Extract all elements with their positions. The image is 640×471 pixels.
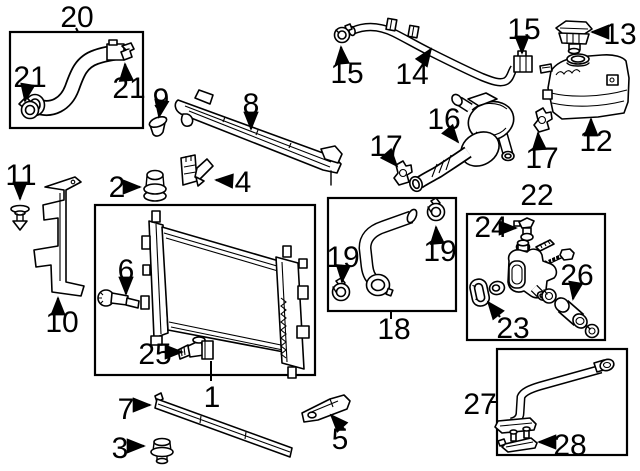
part-13-reservoir-cap-drawing[interactable] — [555, 20, 593, 55]
tick-20 — [75, 27, 79, 33]
part-11-push-pin-drawing[interactable] — [10, 204, 30, 231]
arrow-19-right — [429, 225, 446, 245]
callout-12[interactable]: 12 — [579, 125, 612, 158]
part-clamp-upper-drawing[interactable] — [541, 288, 557, 304]
part-clamp-lower-drawing[interactable] — [584, 323, 600, 339]
callout-14[interactable]: 14 — [395, 58, 428, 91]
callout-16[interactable]: 16 — [427, 103, 460, 136]
part-21-clamp-right-drawing[interactable] — [120, 42, 135, 61]
callout-21-right[interactable]: 21 — [112, 72, 145, 105]
part-15-clamp-left-drawing[interactable] — [333, 23, 353, 44]
group-box-20-21 — [8, 30, 145, 130]
callout-23[interactable]: 23 — [496, 312, 529, 345]
part-9-clip-drawing[interactable] — [148, 115, 168, 137]
callout-21-left[interactable]: 21 — [13, 61, 46, 94]
arrow-4 — [214, 173, 234, 189]
arrow-5 — [329, 413, 349, 433]
arrow-21-left — [20, 82, 36, 103]
callout-28[interactable]: 28 — [553, 429, 586, 462]
callout-4[interactable]: 4 — [235, 166, 252, 199]
part-17-clip-left-drawing[interactable] — [393, 160, 413, 186]
callout-19-left[interactable]: 19 — [326, 241, 359, 274]
arrow-26 — [568, 280, 584, 301]
callout-25[interactable]: 25 — [138, 338, 171, 371]
part-10-deflector-drawing[interactable] — [33, 176, 85, 297]
arrow-17-left — [379, 147, 399, 168]
callout-19-right[interactable]: 19 — [423, 235, 456, 268]
callout-24[interactable]: 24 — [474, 211, 507, 244]
callout-6[interactable]: 6 — [118, 254, 135, 287]
part-26-pipe-drawing[interactable] — [552, 295, 590, 331]
part-12-reservoir-tank-drawing[interactable] — [539, 53, 630, 120]
part-spring-pin-drawing[interactable] — [535, 239, 555, 252]
part-6-sensor-drawing[interactable] — [97, 289, 140, 309]
part-28-fitting-drawing[interactable] — [497, 426, 538, 453]
callout-8[interactable]: 8 — [243, 88, 260, 121]
part-3-grommet-drawing[interactable] — [150, 437, 174, 465]
part-8-brace-drawing[interactable] — [174, 89, 343, 186]
part-5-bracket-drawing[interactable] — [301, 394, 351, 423]
callout-20[interactable]: 20 — [60, 1, 93, 34]
leader-arrows — [12, 24, 610, 454]
part-25-drain-cock-drawing[interactable] — [177, 336, 214, 360]
callout-15-left[interactable]: 15 — [330, 57, 363, 90]
arrow-19-left — [335, 264, 352, 284]
callout-15-right[interactable]: 15 — [507, 13, 540, 46]
callout-27[interactable]: 27 — [463, 388, 496, 421]
part-23-seal-drawing[interactable] — [468, 278, 491, 308]
part-27-pipe-drawing[interactable] — [494, 357, 615, 434]
arrow-16 — [441, 123, 460, 144]
part-21-clamp-left-drawing[interactable] — [18, 96, 40, 120]
arrow-23 — [486, 300, 505, 321]
callout-9[interactable]: 9 — [153, 83, 170, 116]
callout-17-right[interactable]: 17 — [525, 142, 558, 175]
callout-22[interactable]: 22 — [520, 179, 553, 212]
part-thermostat-housing-drawing[interactable] — [507, 239, 558, 302]
callout-1[interactable]: 1 — [204, 381, 221, 414]
callout-13[interactable]: 13 — [603, 18, 636, 51]
part-19-clamp-right-drawing[interactable] — [426, 197, 446, 222]
part-18-hose-drawing[interactable] — [358, 208, 419, 297]
callout-7[interactable]: 7 — [118, 393, 135, 426]
arrow-17-right — [531, 131, 548, 151]
arrow-14 — [414, 47, 433, 68]
part-7-deflector-strip-drawing[interactable] — [154, 392, 293, 458]
part-17-clip-right-drawing[interactable] — [533, 107, 553, 133]
arrow-21-right — [118, 62, 135, 82]
arrow-15-left — [334, 45, 351, 65]
callout-labels: 20 21 21 9 8 2 4 11 10 6 1 25 7 3 5 14 1… — [5, 1, 636, 465]
part-24-sensor-drawing[interactable] — [513, 217, 535, 242]
group-box-radiator — [93, 203, 317, 377]
part-1-radiator-drawing[interactable] — [140, 210, 310, 379]
part-14-hose-drawing[interactable] — [348, 17, 518, 87]
callout-10[interactable]: 10 — [45, 306, 78, 339]
group-box-22 — [465, 212, 607, 342]
callout-18[interactable]: 18 — [377, 313, 410, 346]
callout-26[interactable]: 26 — [560, 259, 593, 292]
part-bolt-drawing[interactable] — [548, 248, 575, 265]
callout-5[interactable]: 5 — [332, 423, 349, 456]
callout-11[interactable]: 11 — [5, 159, 36, 192]
callout-3[interactable]: 3 — [112, 432, 129, 465]
part-2-grommet-drawing[interactable] — [143, 169, 167, 202]
callout-17-left[interactable]: 17 — [369, 130, 402, 163]
part-4-bracket-drawing[interactable] — [180, 154, 214, 187]
part-16-hose-assembly-drawing[interactable] — [408, 92, 519, 194]
part-15-connector-right-drawing[interactable] — [513, 50, 533, 73]
part-cap-grommet-drawing[interactable] — [488, 280, 506, 296]
arrow-9 — [154, 98, 170, 119]
callout-2[interactable]: 2 — [109, 171, 126, 204]
